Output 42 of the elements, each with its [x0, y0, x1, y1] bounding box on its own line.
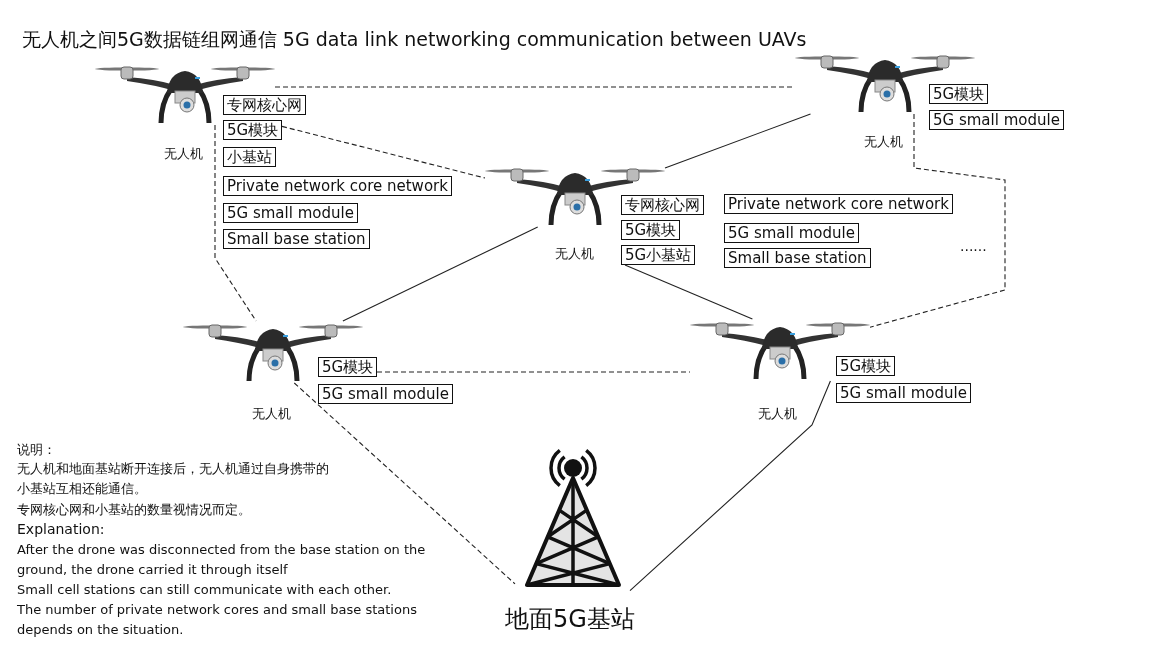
caption-text: 无人机 [555, 245, 594, 263]
label-box: 5G small module [724, 223, 859, 243]
label-box: 5G small module [929, 110, 1064, 130]
dashed-line [376, 371, 691, 373]
caption-text: 无人机 [864, 133, 903, 151]
note-text: 无人机和地面基站断开连接后，无人机通过自身携带的小基站互相还能通信。 [17, 460, 330, 498]
note-text: 专网核心网和小基站的数量视情况而定。 [17, 501, 251, 519]
caption-text: 无人机 [758, 405, 797, 423]
note-text: Explanation: [17, 520, 105, 539]
label-box: 专网核心网 [621, 195, 704, 215]
title: 无人机之间5G数据链组网通信 5G data link networking communication between UAVs [22, 27, 807, 52]
label-box: 5G模块 [929, 84, 989, 104]
dashed-line [869, 113, 1006, 328]
caption-text: 无人机 [164, 145, 203, 163]
label-box: 5G small module [318, 384, 453, 404]
note-text: Small cell stations can still communicate with each other. [17, 581, 392, 599]
ellipsis-text: ...... [960, 237, 987, 256]
caption-text: 地面5G基站 [505, 604, 635, 635]
note-text: The number of private network cores and small base stations depends on the situation. [17, 601, 418, 639]
label-box: Private network core network [724, 194, 953, 214]
connector-line [664, 113, 812, 169]
note-text: 说明： [17, 441, 56, 459]
label-box: 小基站 [223, 147, 276, 167]
label-box: 5G模块 [223, 120, 283, 140]
label-box: 5G模块 [836, 356, 896, 376]
dashed-line [293, 382, 516, 585]
connector-line [624, 264, 753, 320]
label-box: Private network core network [223, 176, 452, 196]
dashed-line [214, 124, 257, 322]
label-box: Small base station [223, 229, 370, 249]
label-box: 5G模块 [621, 220, 681, 240]
connector-line [342, 226, 539, 322]
label-box: 5G small module [223, 203, 358, 223]
label-box: 专网核心网 [223, 95, 306, 115]
caption-text: 无人机 [252, 405, 291, 423]
dashed-line [281, 125, 486, 179]
connector-line [629, 380, 831, 592]
label-box: Small base station [724, 248, 871, 268]
label-box: 5G small module [836, 383, 971, 403]
note-text: After the drone was disconnected from the base station on the ground, the drone carried it through itself [17, 541, 427, 579]
label-box: 5G小基站 [621, 245, 696, 265]
label-box: 5G模块 [318, 357, 378, 377]
